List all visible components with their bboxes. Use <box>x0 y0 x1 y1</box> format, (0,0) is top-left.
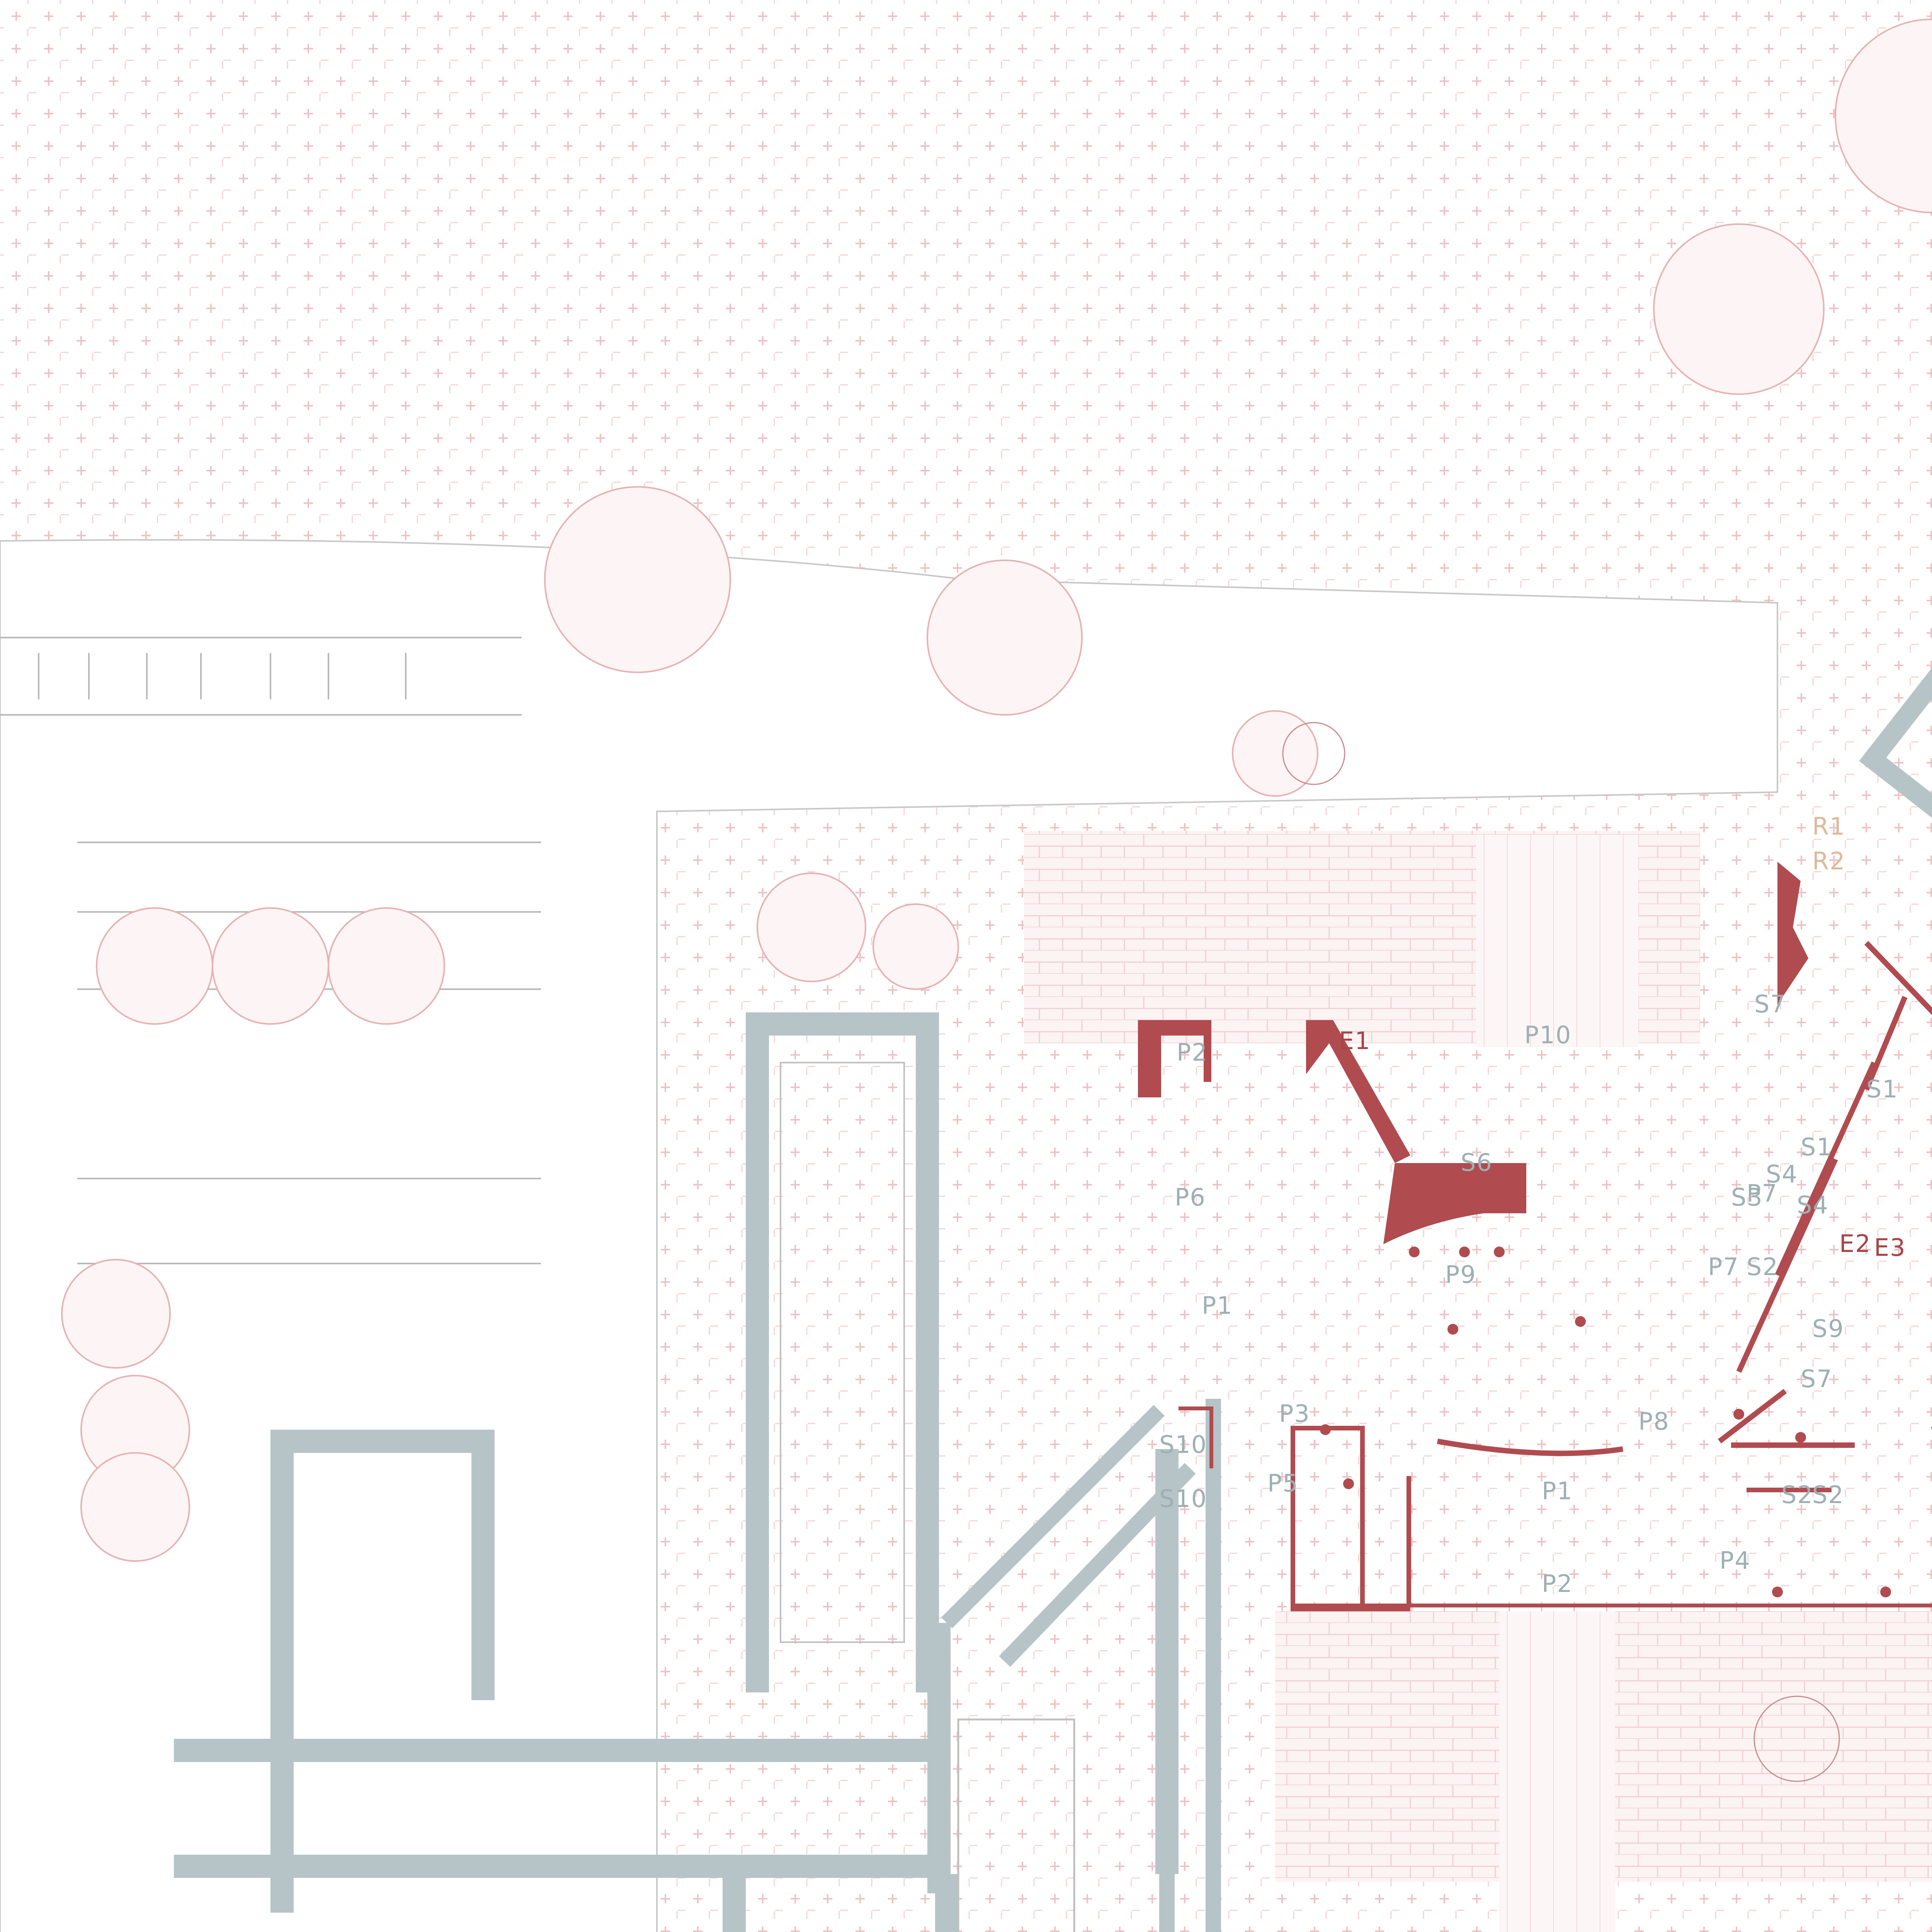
columns <box>1320 1247 1891 1597</box>
label-p7-lower: P7 <box>1708 1253 1739 1281</box>
trees <box>61 19 1932 1782</box>
label-e1: E1 <box>1339 1027 1371 1055</box>
label-s4-a: S4 <box>1766 1160 1798 1188</box>
label-p5: P5 <box>1267 1469 1299 1497</box>
label-p3: P3 <box>1279 1400 1310 1428</box>
label-s1-b: S1 <box>1866 1075 1898 1103</box>
label-s10-a: S10 <box>1159 1430 1207 1459</box>
label-p10: P10 <box>1524 1021 1571 1049</box>
label-p9: P9 <box>1445 1260 1476 1289</box>
label-s2: S2 <box>1747 1253 1779 1281</box>
label-s7-north: S7 <box>1754 990 1786 1018</box>
label-e3: E3 <box>1874 1233 1906 1262</box>
label-s7-south: S7 <box>1801 1365 1833 1393</box>
label-p6: P6 <box>1175 1183 1206 1211</box>
label-s9: S9 <box>1812 1315 1844 1343</box>
label-p2-north: P2 <box>1177 1038 1208 1066</box>
label-s10-b: S10 <box>1159 1485 1207 1513</box>
label-p1-west: P1 <box>1202 1291 1233 1320</box>
label-p2-south: P2 <box>1542 1570 1573 1598</box>
label-p8: P8 <box>1638 1407 1670 1435</box>
label-s4-b: S4 <box>1797 1191 1829 1219</box>
room-labels: P2 E1 P10 S6 P6 P1 P9 P8 P7 P7 S3 S4 S4 … <box>1159 812 1906 1598</box>
label-r1: R1 <box>1812 812 1846 840</box>
label-s2-b: S2 <box>1781 1481 1813 1509</box>
existing-west-wing <box>174 1012 1221 1932</box>
label-p7-upper: P7 <box>1747 1179 1778 1208</box>
label-p1-center: P1 <box>1542 1477 1573 1505</box>
label-r2: R2 <box>1812 847 1846 875</box>
label-s2-c: S2 <box>1812 1481 1844 1509</box>
south-walkway <box>1499 1611 1615 1932</box>
p10-boardwalk <box>1476 835 1638 1047</box>
label-s3: S3 <box>1731 1183 1763 1211</box>
label-p4: P4 <box>1719 1546 1751 1575</box>
label-s6: S6 <box>1461 1148 1493 1177</box>
label-s1-a: S1 <box>1801 1133 1833 1161</box>
label-e2: E2 <box>1839 1230 1871 1258</box>
new-intervention-walls <box>1138 862 1932 1611</box>
